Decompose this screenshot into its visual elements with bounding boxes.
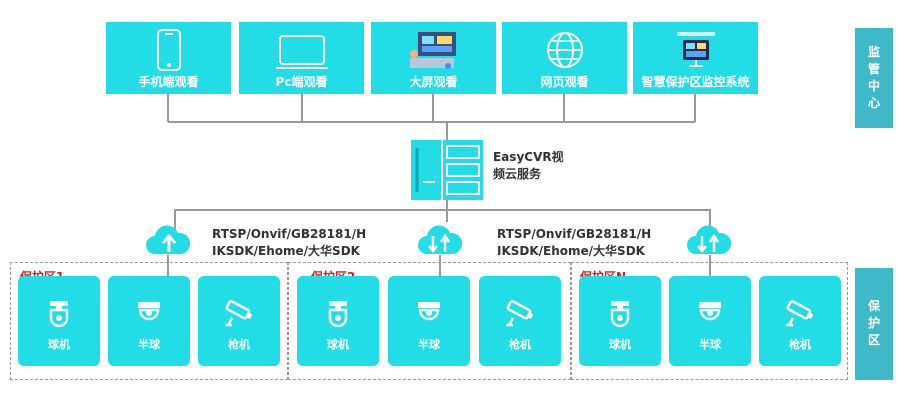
camera-label: 球机 xyxy=(327,338,349,351)
camera-tile-hemisphere: 半球 xyxy=(108,276,190,366)
camera-tile-hemisphere: 半球 xyxy=(669,276,751,366)
camera-label: 枪机 xyxy=(509,338,531,351)
dashboard-icon xyxy=(671,28,721,76)
cloud-sync-icon xyxy=(417,222,463,262)
camera-label: 枪机 xyxy=(789,338,811,351)
viewer-tile-web: 网页观看 xyxy=(502,22,627,94)
monitor-icon xyxy=(274,28,330,76)
bullet-camera-icon xyxy=(503,298,537,332)
hemisphere-camera-icon xyxy=(695,298,725,332)
ptz-dome-camera-icon xyxy=(605,298,635,332)
camera-label: 球机 xyxy=(48,338,70,351)
camera-tile-dome: 球机 xyxy=(18,276,100,366)
smartphone-icon xyxy=(152,28,186,76)
cloud-sync-icon xyxy=(686,222,732,262)
camera-tile-bullet: 枪机 xyxy=(479,276,561,366)
camera-tile-bullet: 枪机 xyxy=(759,276,841,366)
camera-label: 枪机 xyxy=(228,338,250,351)
camera-label: 半球 xyxy=(699,338,721,351)
protected-zone-n xyxy=(571,262,848,380)
viewer-label: 大屏观看 xyxy=(409,75,458,89)
bullet-camera-icon xyxy=(222,298,256,332)
camera-tile-bullet: 枪机 xyxy=(198,276,280,366)
server-cabinet-icon xyxy=(409,138,485,206)
viewer-tile-bigscreen: 大屏观看 xyxy=(371,22,496,94)
server-label: EasyCVR视 频云服务 xyxy=(493,150,564,181)
viewer-label: 手机端观看 xyxy=(138,75,199,89)
protocol-label: RTSP/Onvif/GB28181/H IKSDK/Ehome/大华SDK xyxy=(497,227,652,258)
viewer-tile-system: 智慧保护区监控系统 xyxy=(633,22,758,94)
side-label-supervision-center: 监 管 中 心 xyxy=(855,28,893,128)
big-screen-icon xyxy=(404,28,464,80)
protected-zone-1 xyxy=(10,262,288,380)
viewer-label: 网页观看 xyxy=(540,75,589,89)
hemisphere-camera-icon xyxy=(414,298,444,332)
camera-tile-dome: 球机 xyxy=(297,276,379,366)
protocol-label: RTSP/Onvif/GB28181/H IKSDK/Ehome/大华SDK xyxy=(212,227,367,258)
side-label-protected-area: 保 护 区 xyxy=(855,268,893,380)
viewer-tile-pc: Pc端观看 xyxy=(239,22,364,94)
protected-zone-2 xyxy=(288,262,571,380)
bullet-camera-icon xyxy=(783,298,817,332)
ptz-dome-camera-icon xyxy=(44,298,74,332)
camera-label: 球机 xyxy=(609,338,631,351)
camera-tile-hemisphere: 半球 xyxy=(388,276,470,366)
cloud-upload-icon xyxy=(145,222,191,262)
hemisphere-camera-icon xyxy=(134,298,164,332)
viewer-label: Pc端观看 xyxy=(275,75,328,89)
camera-label: 半球 xyxy=(138,338,160,351)
camera-tile-dome: 球机 xyxy=(579,276,661,366)
globe-www-icon xyxy=(543,28,587,76)
camera-label: 半球 xyxy=(418,338,440,351)
viewer-label: 智慧保护区监控系统 xyxy=(641,75,750,89)
ptz-dome-camera-icon xyxy=(323,298,353,332)
viewer-tile-mobile: 手机端观看 xyxy=(106,22,231,94)
